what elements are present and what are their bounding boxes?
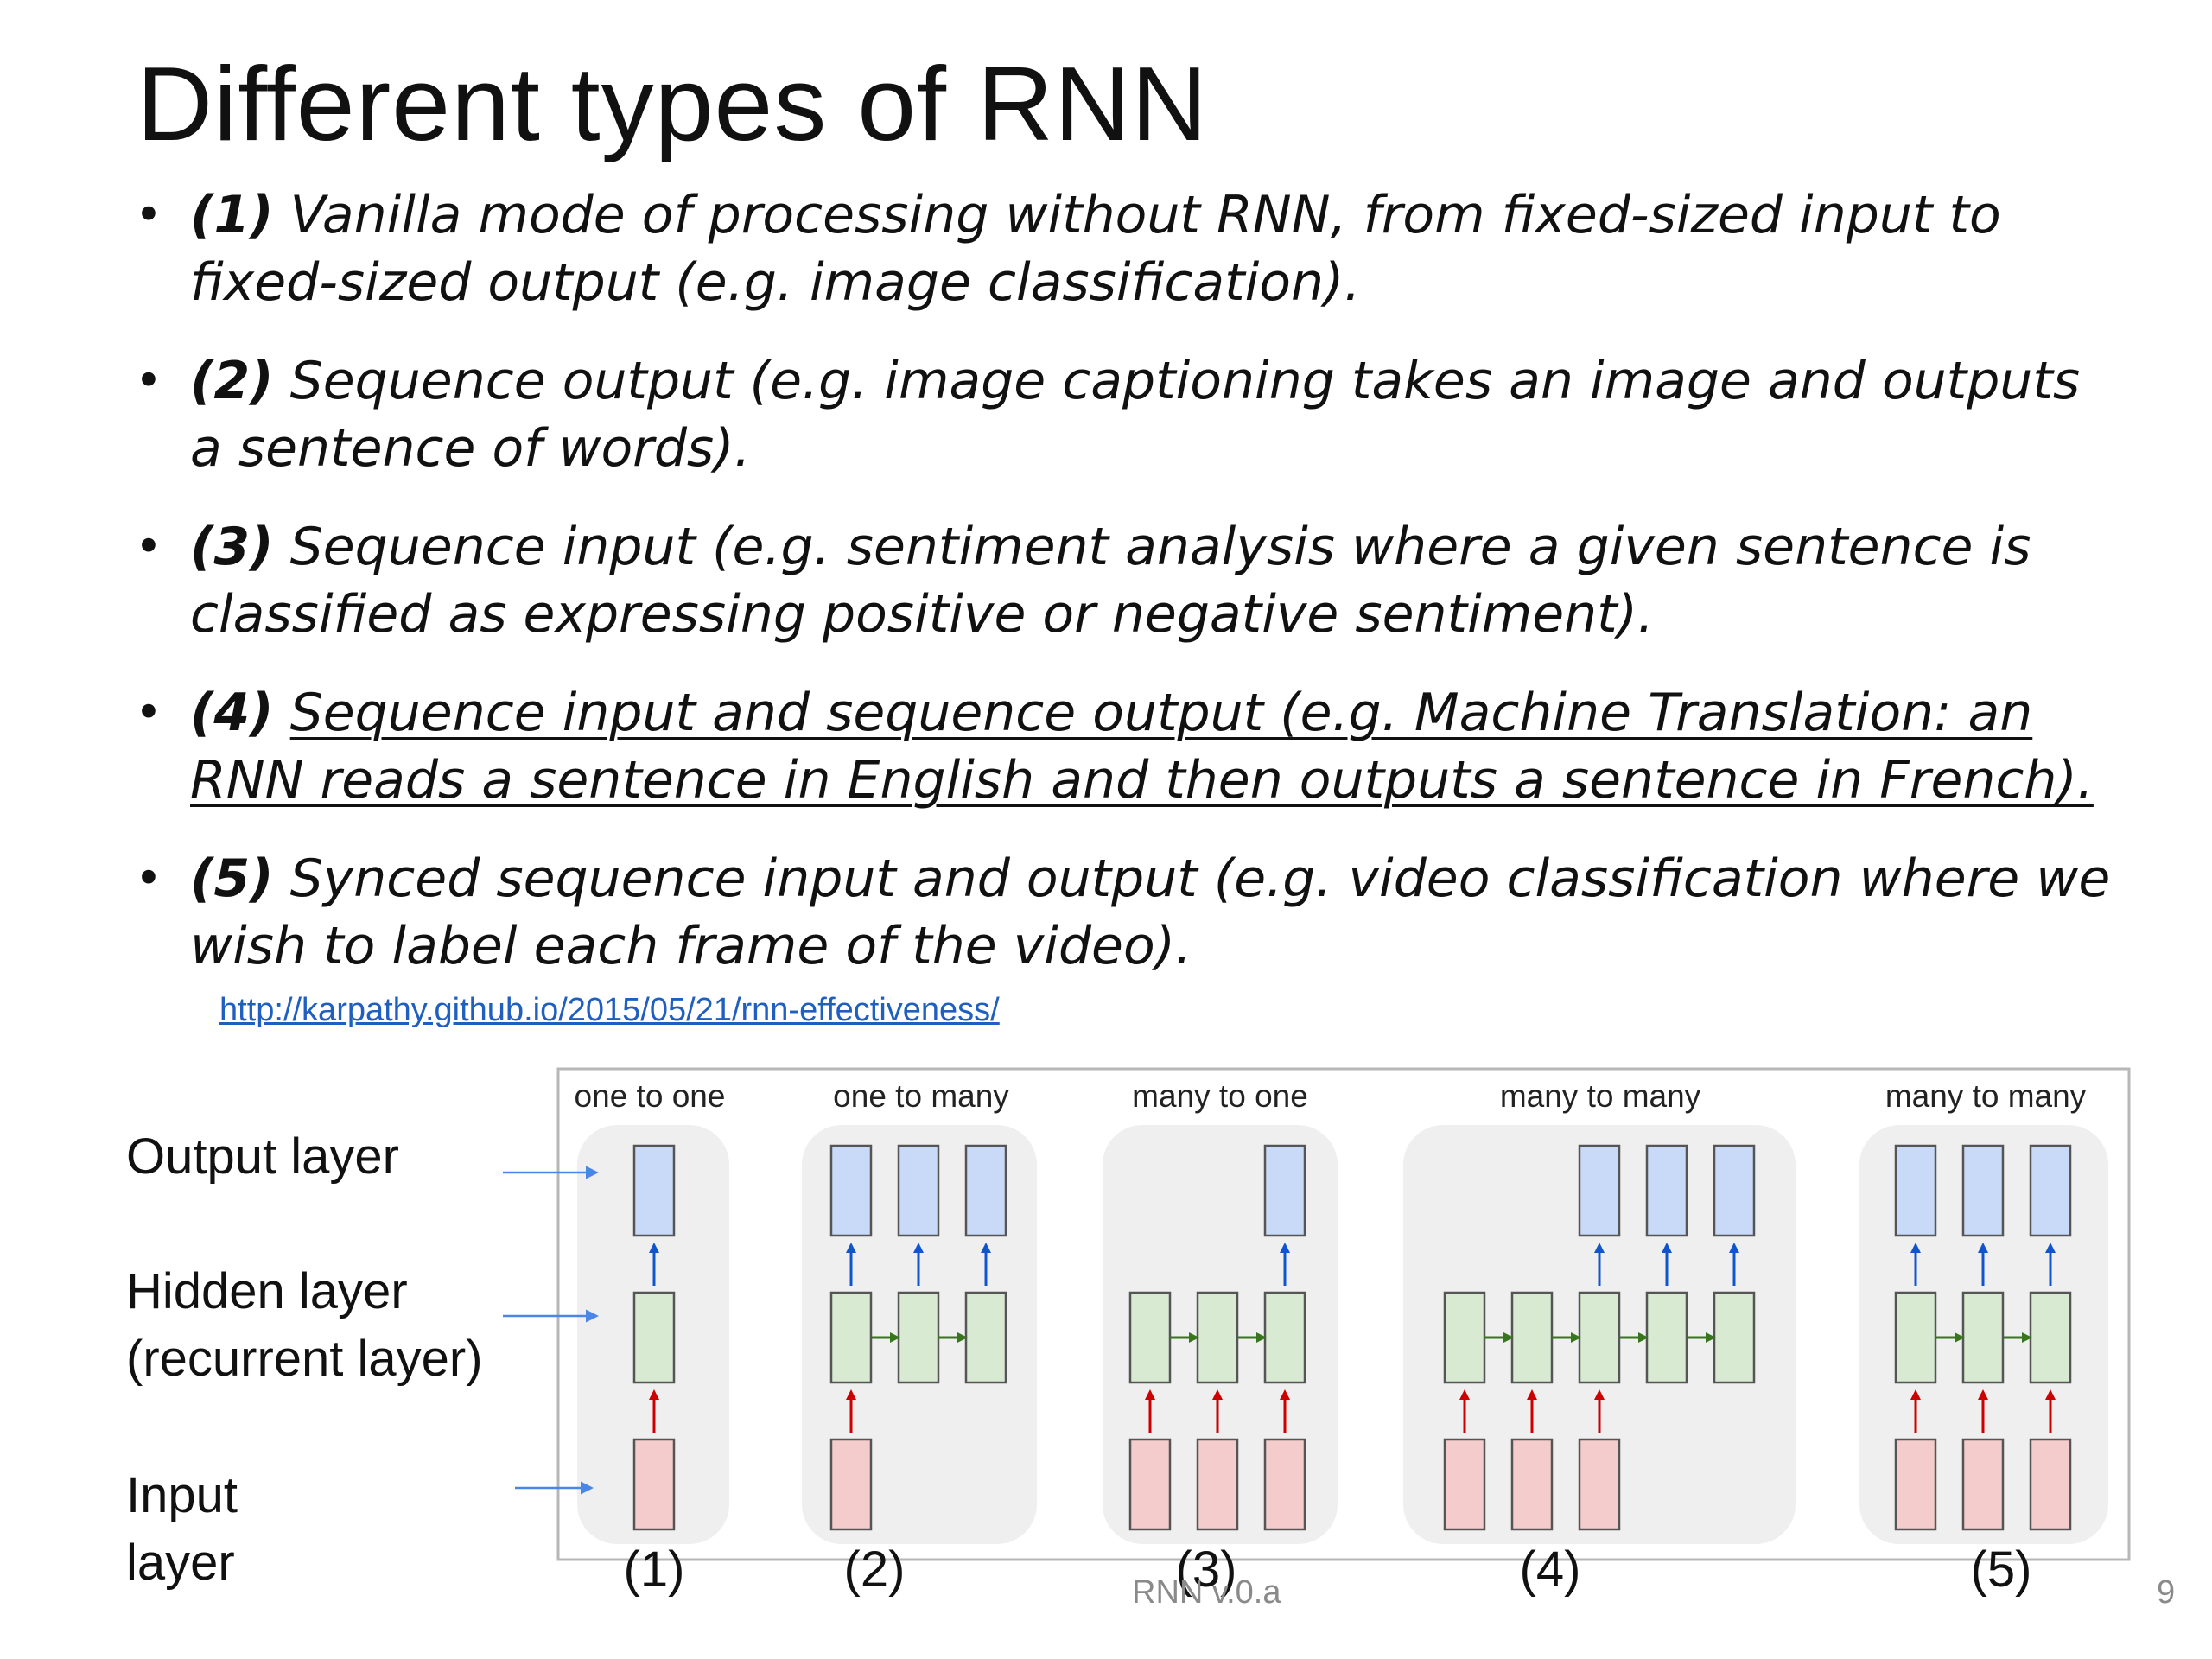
panel-caption: many to many: [1500, 1078, 1701, 1114]
input-layer-label: Input: [126, 1467, 238, 1523]
bullet-number: (3): [190, 517, 274, 577]
hidden-layer-label: Hidden layer: [126, 1263, 408, 1319]
output-unit: [632, 1144, 676, 1237]
panel-caption: many to many: [1885, 1078, 2087, 1114]
input-unit: [1961, 1438, 2005, 1531]
input-unit: [1894, 1438, 1937, 1531]
bullet-item: • (1) Vanilla mode of processing without …: [130, 181, 2117, 316]
footer-text: RNN v.0.a: [1132, 1574, 1281, 1611]
output-unit: [830, 1144, 873, 1237]
input-unit: [1443, 1438, 1486, 1531]
output-unit: [1578, 1144, 1621, 1237]
rnn-panel: many to one (3): [1103, 1078, 1338, 1598]
hidden-unit: [1961, 1291, 2005, 1384]
bullet-text: Sequence output (e.g. image captioning t…: [190, 351, 2081, 479]
bullet-dot: •: [135, 851, 162, 906]
hidden-layer-sublabel: (recurrent layer): [126, 1331, 483, 1387]
hidden-unit: [2029, 1291, 2072, 1384]
hidden-unit: [964, 1291, 1007, 1384]
panel-index: (5): [1971, 1541, 2032, 1598]
rnn-panel: many to many (4): [1403, 1078, 1796, 1598]
input-unit: [632, 1438, 676, 1531]
bullet-item: • (3) Sequence input (e.g. sentiment anal…: [130, 513, 2117, 648]
hidden-unit: [1443, 1291, 1486, 1384]
panel-index: (1): [624, 1541, 685, 1598]
hidden-unit: [897, 1291, 940, 1384]
input-unit: [1578, 1438, 1621, 1531]
rnn-panel: one to many (2): [802, 1078, 1037, 1598]
output-unit: [964, 1144, 1007, 1237]
panel-index: (3): [1176, 1541, 1237, 1598]
rnn-panel: many to many (5): [1859, 1078, 2108, 1598]
bullet-text: Vanilla mode of processing without RNN, …: [190, 185, 2001, 313]
hidden-unit: [1645, 1291, 1688, 1384]
panel-index: (2): [844, 1541, 906, 1598]
output-unit: [1894, 1144, 1937, 1237]
bullet-text: Sequence input and sequence output (e.g.…: [190, 683, 2094, 810]
hidden-unit: [830, 1291, 873, 1384]
bullet-dot: •: [135, 519, 162, 574]
bullet-item: • (5) Synced sequence input and output (e…: [130, 845, 2117, 980]
bullet-list: • (1) Vanilla mode of processing without …: [130, 181, 2117, 1011]
input-unit: [1263, 1438, 1306, 1531]
bullet-dot: •: [135, 188, 162, 242]
hidden-unit: [1196, 1291, 1239, 1384]
bullet-dot: •: [135, 685, 162, 740]
input-unit: [1196, 1438, 1239, 1531]
output-layer-label: Output layer: [126, 1128, 399, 1185]
output-unit: [1263, 1144, 1306, 1237]
output-unit: [2029, 1144, 2072, 1237]
bullet-text: Sequence input (e.g. sentiment analysis …: [190, 517, 2031, 645]
hidden-unit: [1578, 1291, 1621, 1384]
bullet-item: • (2) Sequence output (e.g. image caption…: [130, 347, 2117, 482]
page-number: 9: [2157, 1574, 2176, 1611]
bullet-number: (2): [190, 351, 274, 411]
input-layer-sublabel: layer: [126, 1535, 235, 1591]
panel-index: (4): [1520, 1541, 1581, 1598]
output-unit: [897, 1144, 940, 1237]
panel-caption: one to many: [833, 1078, 1009, 1114]
output-unit: [1645, 1144, 1688, 1237]
hidden-unit: [1510, 1291, 1554, 1384]
bullet-number: (5): [190, 849, 274, 909]
input-unit: [2029, 1438, 2072, 1531]
slide-title: Different types of RNN: [137, 45, 1209, 162]
bullet-number: (4): [190, 683, 274, 743]
bullet-number: (1): [190, 185, 274, 245]
hidden-unit: [1713, 1291, 1756, 1384]
bullet-item: • (4) Sequence input and sequence output …: [130, 679, 2117, 814]
hidden-unit: [1263, 1291, 1306, 1384]
hidden-unit: [1894, 1291, 1937, 1384]
rnn-panel: one to one (1): [575, 1078, 729, 1598]
source-link[interactable]: http://karpathy.github.io/2015/05/21/rnn…: [219, 992, 1000, 1028]
bullet-dot: •: [135, 353, 162, 408]
hidden-unit: [632, 1291, 676, 1384]
input-unit: [1128, 1438, 1172, 1531]
panel-caption: many to one: [1132, 1078, 1308, 1114]
hidden-unit: [1128, 1291, 1172, 1384]
panel-caption: one to one: [575, 1078, 726, 1114]
output-unit: [1713, 1144, 1756, 1237]
input-unit: [830, 1438, 873, 1531]
input-unit: [1510, 1438, 1554, 1531]
output-unit: [1961, 1144, 2005, 1237]
bullet-text: Synced sequence input and output (e.g. v…: [190, 849, 2111, 976]
